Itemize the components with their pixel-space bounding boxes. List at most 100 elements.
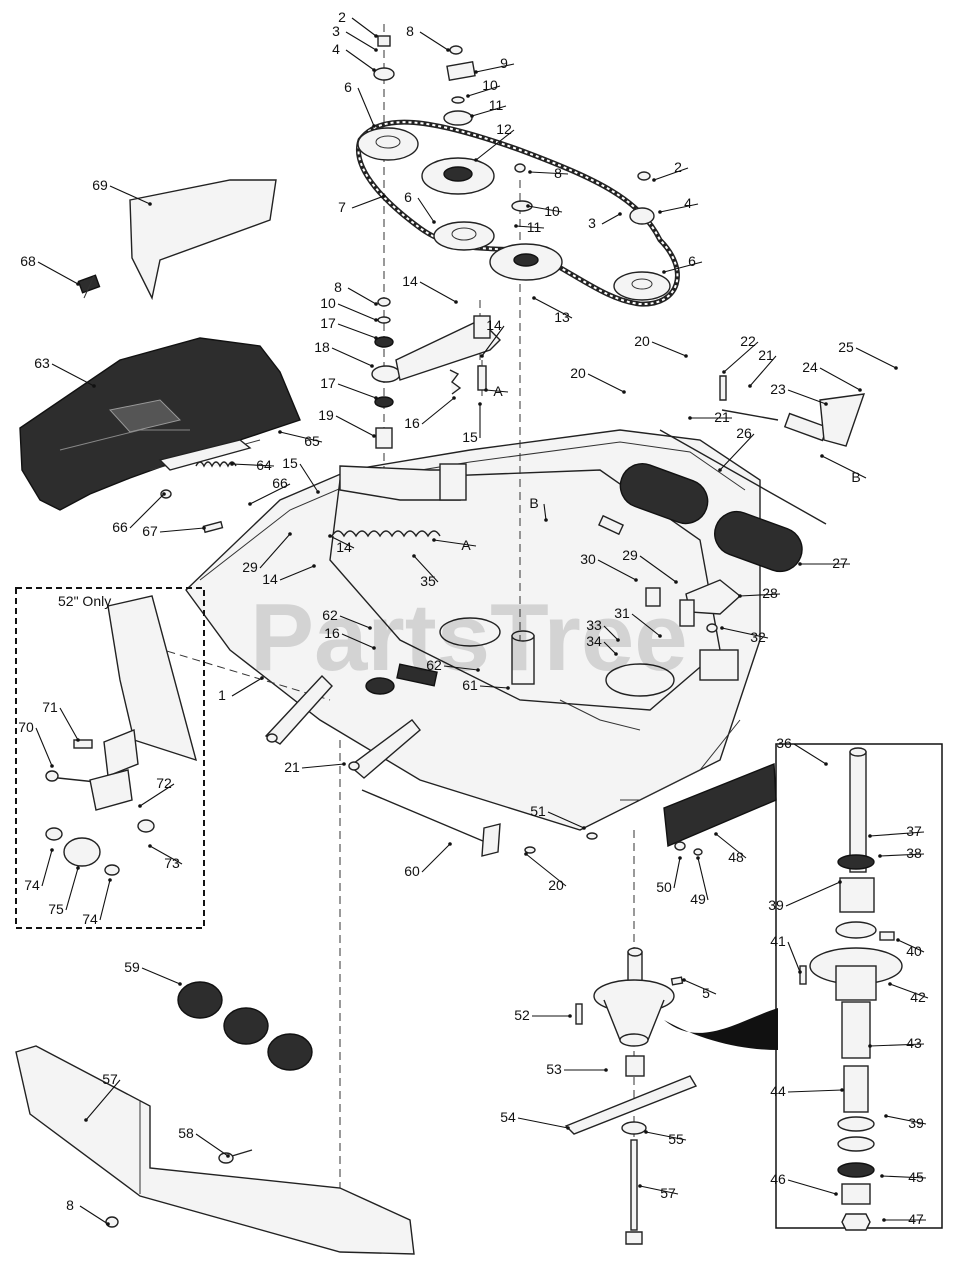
callout-arrowhead [368,626,372,630]
callout-number: 17 [320,315,336,331]
callout-arrowhead [370,364,374,368]
callout-leader [351,17,377,37]
callout-arrowhead [718,468,722,472]
callout-number: 37 [906,823,922,839]
callout-number: 74 [24,877,40,893]
callout-number: 21 [714,409,730,425]
callout-arrowhead [622,390,626,394]
callout-number: 51 [530,803,546,819]
callout-leader [821,455,867,479]
callout-leader [739,593,781,597]
callout-leader [51,363,95,387]
callout-number: 4 [684,195,692,211]
callout-number: 21 [758,347,774,363]
callout-arrowhead [824,402,828,406]
callout-leader [249,483,291,505]
callout-leader [331,347,373,367]
callout-number: 2 [338,9,346,25]
callout-number: 18 [314,339,330,355]
callout-leader [597,559,637,581]
callout-arrowhead [328,534,332,538]
callout-leader [443,665,479,671]
callout-number: 42 [910,989,926,1005]
callout-leader [129,493,165,529]
callout-arrowhead [476,668,480,672]
callout-arrowhead [412,554,416,558]
callout-number: 26 [736,425,752,441]
callout-leader [719,433,755,471]
callout-number: 62 [322,607,338,623]
callout-leader [279,565,315,581]
callout-arrowhead [372,646,376,650]
watermark: PartsTree [250,584,688,691]
callout-leader [99,879,111,921]
callout-arrowhead [162,492,166,496]
callout-arrowhead [652,178,656,182]
callout-leader [419,281,457,303]
callout-arrowhead [582,826,586,830]
callout-arrowhead [108,878,112,882]
callout-leader [41,849,53,887]
callout-arrowhead [84,1118,88,1122]
callout-number: 10 [320,295,336,311]
callout-arrowhead [882,1218,886,1222]
callout-arrowhead [798,970,802,974]
callout-arrowhead [526,204,530,208]
callout-leader [721,627,769,639]
callout-arrowhead [720,626,724,630]
callout-arrowhead [446,48,450,52]
callout-number: 8 [66,1197,74,1213]
callout-arrowhead [230,462,234,466]
callout-arrowhead [76,738,80,742]
callout-leader [515,225,545,229]
callout-number: 20 [548,877,564,893]
callout-leader [85,1079,121,1121]
callout-arrowhead [528,170,532,174]
callout-number: 6 [344,79,352,95]
callout-arrowhead [202,526,206,530]
callout-arrowhead [644,1130,648,1134]
callout-leader [351,195,385,209]
callout-number: 15 [282,455,298,471]
callout-number: 31 [614,605,630,621]
callout-arrowhead [532,296,536,300]
callout-arrowhead [868,1044,872,1048]
callout-leader [195,1133,229,1157]
baffle-arms [264,674,598,857]
callout-leader [59,707,79,741]
callout-leader [543,503,547,521]
springs [195,461,441,538]
callout-leader [879,853,925,857]
callout-number: B [529,495,538,511]
callout-arrowhead [342,762,346,766]
callout-arrowhead [688,416,692,420]
callout-arrowhead [432,220,436,224]
callout-leader [897,939,925,953]
callout-arrowhead [316,490,320,494]
callout-leader [421,843,451,873]
callout-leader [723,341,759,373]
spindle-inset [775,743,943,1231]
callout-arrowhead [674,580,678,584]
callout-number: 72 [156,775,172,791]
callout-number: 2 [674,159,682,175]
callout-number: 50 [656,879,672,895]
callout-arrowhead [678,856,682,860]
callout-number: 33 [586,617,602,633]
callout-number: 64 [256,457,272,473]
callout-leader [869,831,925,837]
callout-leader [341,633,375,649]
callout-arrowhead [480,354,484,358]
belt-drive [356,35,680,307]
callout-leader [141,967,181,985]
callout-arrowhead [226,1154,230,1158]
idler-assembly [339,297,501,501]
callout-leader [787,941,801,973]
callout-leader [279,431,323,443]
callout-number: 1 [218,687,226,703]
callout-number: 36 [776,735,792,751]
inset-label: 52" Only [58,593,111,609]
callout-number: 49 [690,891,706,907]
callout-arrowhead [506,686,510,690]
callout-number: 4 [332,41,340,57]
